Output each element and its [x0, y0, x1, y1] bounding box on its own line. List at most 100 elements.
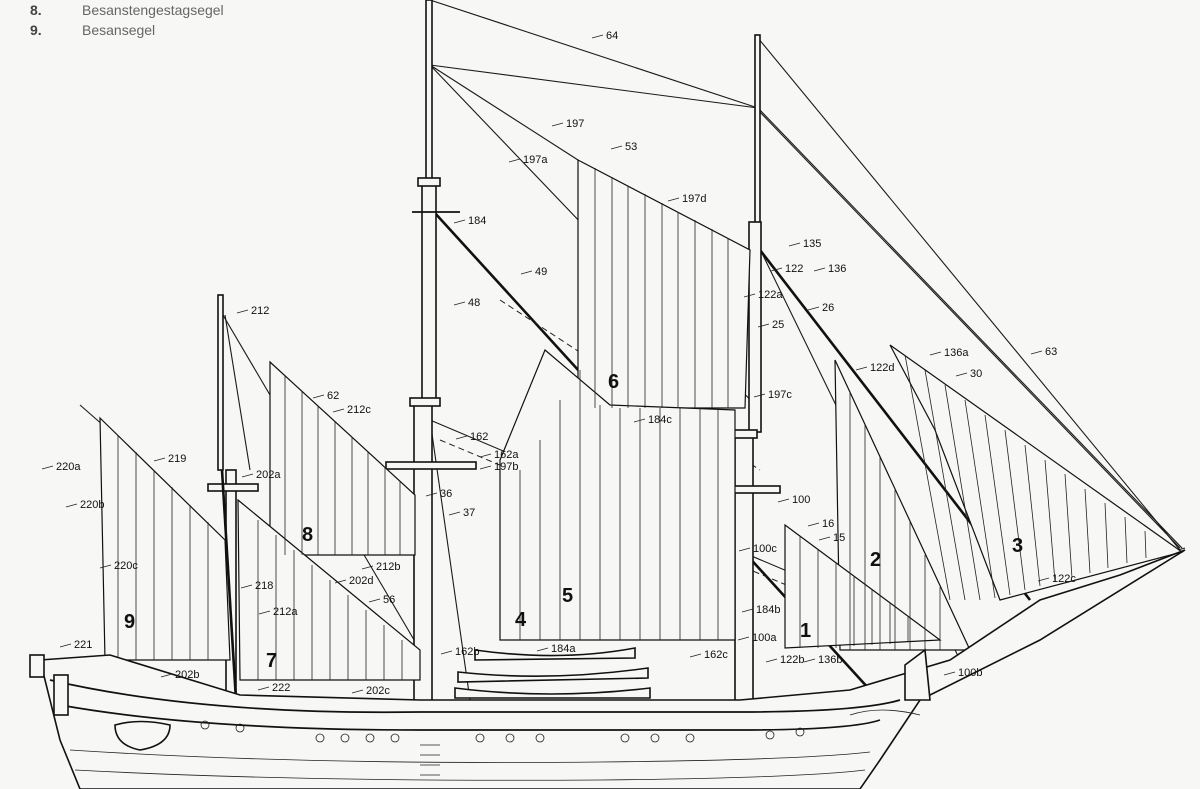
callout-label: 36 [440, 488, 452, 500]
callout-label: 184c [648, 414, 672, 426]
callout-label: 202c [366, 685, 390, 697]
callout-leader [425, 492, 438, 497]
callout-leader [41, 465, 54, 470]
sail-7 [237, 498, 421, 681]
sail-number: 1 [800, 620, 811, 642]
callout-label: 202a [256, 469, 281, 481]
sail-2 [834, 359, 971, 651]
legend-item: 9. Besansegel [30, 20, 224, 40]
callout-leader [160, 673, 173, 678]
callout-leader [257, 686, 270, 691]
callout-leader [153, 457, 166, 462]
callout-leader [241, 473, 254, 478]
callout-leader [818, 536, 831, 541]
callout-leader [803, 658, 816, 663]
callout-label: 221 [74, 639, 92, 651]
legend-label: Besanstengestagsegel [82, 2, 224, 18]
callout-leader [737, 636, 750, 641]
callout-label: 100c [753, 543, 777, 555]
callout-label: 122d [870, 362, 894, 374]
callout-label: 184b [756, 604, 780, 616]
callout-leader [807, 522, 820, 527]
callout-leader [770, 267, 783, 272]
sail-5 [499, 349, 736, 641]
sail-number: 9 [124, 611, 135, 633]
callout-leader [368, 598, 381, 603]
callout-label: 212b [376, 561, 400, 573]
sail-3 [889, 344, 1184, 601]
sail-1 [784, 523, 942, 649]
callout-leader [351, 689, 364, 694]
callout-leader [361, 565, 374, 570]
callout-label: 197c [768, 389, 792, 401]
callout-leader [479, 465, 492, 470]
callout-leader [591, 34, 604, 39]
callout-leader [813, 267, 826, 272]
callout-leader [929, 351, 942, 356]
callout-label: 197b [494, 461, 518, 473]
callout-label: 202b [175, 669, 199, 681]
callout-leader [1030, 350, 1043, 355]
callout-label: 212c [347, 404, 371, 416]
sail-number: 5 [562, 585, 573, 607]
callout-label: 53 [625, 141, 637, 153]
callout-leader [440, 650, 453, 655]
callout-label: 15 [833, 532, 845, 544]
callout-label: 30 [970, 368, 982, 380]
callout-leader [479, 453, 492, 458]
callout-label: 197a [523, 154, 548, 166]
callout-label: 220b [80, 499, 104, 511]
callout-label: 136a [944, 347, 969, 359]
callout-label: 218 [255, 580, 273, 592]
callout-leader [741, 608, 754, 613]
callout-leader [536, 647, 549, 652]
callout-leader [334, 579, 347, 584]
callout-leader [453, 219, 466, 224]
callout-leader [332, 408, 345, 413]
sails [99, 159, 1184, 681]
callout-label: 220a [56, 461, 81, 473]
callout-leader [610, 145, 623, 150]
callout-leader [455, 435, 468, 440]
callout-leader [943, 671, 956, 676]
callout-label: 162c [704, 649, 728, 661]
sail-number: 8 [302, 524, 313, 546]
legend-number: 8. [30, 2, 42, 18]
callout-label: 135 [803, 238, 821, 250]
callout-leader [508, 158, 521, 163]
callout-leader [551, 122, 564, 127]
callout-label: 122 [785, 263, 803, 275]
callout-leader [777, 498, 790, 503]
callout-label: 64 [606, 30, 618, 42]
callout-label: 63 [1045, 346, 1057, 358]
callout-label: 122b [780, 654, 804, 666]
sail-6 [577, 159, 751, 409]
sail-number: 6 [608, 371, 619, 393]
callout-label: 136 [828, 263, 846, 275]
callout-label: 222 [272, 682, 290, 694]
callout-leader [757, 323, 770, 328]
callout-leader [240, 584, 253, 589]
callout-label: 122c [1052, 573, 1076, 585]
legend-number: 9. [30, 22, 42, 38]
callout-leader [99, 564, 112, 569]
callout-leader [689, 653, 702, 658]
callout-leader [855, 366, 868, 371]
callout-leader [753, 393, 766, 398]
callout-leader [633, 418, 646, 423]
sail-number: 7 [266, 650, 277, 672]
sail-number: 2 [870, 549, 881, 571]
callout-label: 37 [463, 507, 475, 519]
callout-label: 16 [822, 518, 834, 530]
legend-item: 8. Besanstengestagsegel [30, 0, 224, 20]
callout-leader [258, 610, 271, 615]
hull [29, 549, 1186, 789]
callout-leader [453, 301, 466, 306]
callout-label: 202d [349, 575, 373, 587]
callout-leader [312, 394, 325, 399]
callout-leader [236, 309, 249, 314]
callout-label: 162a [494, 449, 519, 461]
callout-label: 184 [468, 215, 486, 227]
callout-leader [765, 658, 778, 663]
